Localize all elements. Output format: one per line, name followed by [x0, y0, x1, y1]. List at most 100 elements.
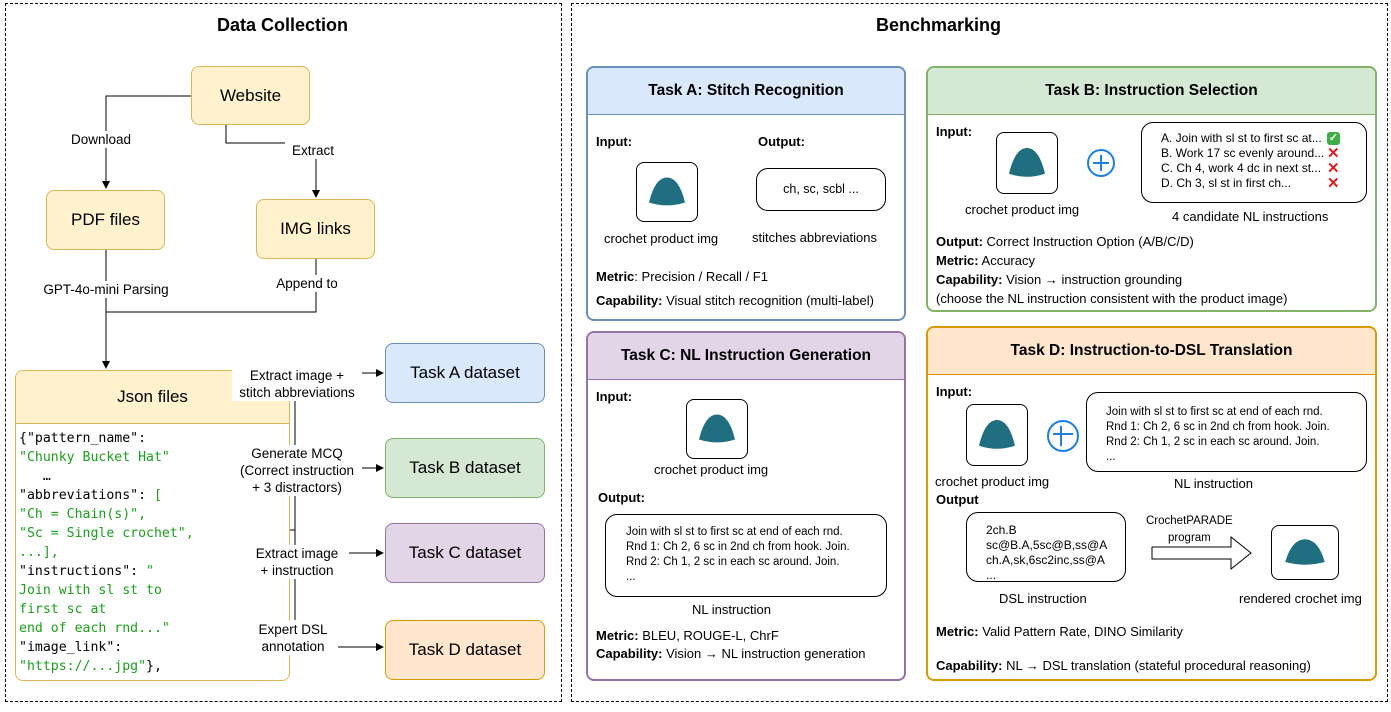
json-line: "instructions": ": [19, 564, 154, 579]
input-label: Input:: [596, 389, 633, 404]
nl-caption: NL instruction: [1174, 476, 1253, 491]
capability-value: Visual stitch recognition (multi-label): [662, 293, 874, 308]
text-line: ...: [626, 571, 636, 583]
metric-value: Accuracy: [978, 253, 1035, 268]
image-caption: crochet product img: [604, 231, 719, 246]
check-icon: ✓: [1327, 132, 1340, 145]
data-collection-title: Data Collection: [216, 15, 349, 35]
task-c-dataset: Task C dataset: [385, 523, 545, 583]
extract-arrow: [225, 125, 320, 198]
metric-label: Metric:: [936, 253, 979, 268]
pdf-files-node: PDF files: [46, 190, 165, 250]
json-line: first sc at: [19, 602, 107, 617]
metric-value: : Precision / Recall / F1: [634, 269, 768, 284]
task-b-panel: Task B: Instruction Selection Input: cro…: [926, 66, 1377, 312]
metric-label: Metric:: [936, 624, 979, 639]
text-line: Rnd 2: Ch 1, 2 sc in each sc around. Joi…: [1106, 436, 1320, 448]
json-content: {"pattern_name":"Chunky Bucket Hat" …"ab…: [19, 429, 194, 676]
json-line: Join with sl st to: [19, 583, 162, 598]
candidate-option: B. Work 17 sc evenly around...✕: [1161, 145, 1340, 162]
edge-label-a: Extract image + stitch abbreviations: [232, 367, 362, 401]
benchmarking-title: Benchmarking: [875, 15, 1002, 35]
render-caption: rendered crochet img: [1239, 591, 1362, 606]
program-label: CrochetPARADE program: [1146, 515, 1233, 544]
parsing-label: GPT-4o-mini Parsing: [36, 281, 176, 298]
text-line: ...: [986, 568, 997, 582]
plus-icon: [1087, 149, 1115, 177]
output-label: Output: [936, 492, 979, 507]
cross-icon: ✕: [1327, 145, 1340, 162]
task-c-panel: Task C: NL Instruction Generation Input:…: [586, 331, 906, 681]
plus-icon: [1047, 420, 1079, 452]
append-label: Append to: [270, 275, 344, 292]
metric-value: BLEU, ROUGE-L, ChrF: [638, 628, 779, 643]
capability-value: Vision → NL instruction generation: [662, 646, 866, 661]
crochet-hat-image: [966, 404, 1028, 466]
input-label: Input:: [936, 124, 973, 139]
output-label: Output:: [758, 134, 805, 149]
branch-line: [290, 400, 296, 620]
edge-label-c: Extract image + instruction: [245, 545, 349, 579]
json-line: …: [19, 469, 51, 484]
task-a-title: Task A: Stitch Recognition: [588, 68, 904, 115]
image-caption: crochet product img: [654, 462, 769, 477]
capability-label: Capability:: [936, 272, 1003, 287]
crochet-hat-image: [996, 132, 1058, 194]
json-line: "abbreviations": [: [19, 488, 162, 503]
text-line: Rnd 2: Ch 1, 2 sc in each sc around. Joi…: [626, 556, 840, 568]
task-d-panel: Task D: Instruction-to-DSL Translation I…: [926, 326, 1377, 681]
dsl-caption: DSL instruction: [999, 591, 1087, 606]
task-b-dataset: Task B dataset: [385, 438, 545, 498]
benchmarking-section: [571, 3, 1388, 702]
extract-label: Extract: [285, 142, 341, 159]
output-caption: stitches abbreviations: [752, 230, 878, 245]
text-line: sc@B.A,5sc@B,ss@A: [986, 538, 1108, 552]
capability-value: NL → DSL translation (stateful procedura…: [1002, 658, 1311, 673]
metric-label: Metric: [596, 269, 635, 284]
task-a-dataset: Task A dataset: [385, 343, 545, 403]
metric-value: Valid Pattern Rate, DINO Similarity: [978, 624, 1183, 639]
capability-label: Capability:: [596, 293, 663, 308]
image-caption: crochet product img: [935, 474, 1050, 489]
nl-instruction-box: Join with sl st to first sc at end of ea…: [1086, 392, 1367, 472]
task-d-dataset: Task D dataset: [385, 620, 545, 680]
capability-note: (choose the NL instruction consistent wi…: [936, 291, 1288, 306]
website-node: Website: [191, 66, 310, 125]
task-b-title: Task B: Instruction Selection: [928, 68, 1375, 115]
json-line: "Sc = Single crochet",: [19, 526, 194, 541]
output-label: Output:: [936, 234, 983, 249]
json-line: ...],: [19, 545, 59, 560]
nl-caption: NL instruction: [692, 602, 771, 617]
task-c-title: Task C: NL Instruction Generation: [588, 333, 904, 380]
output-value: Correct Instruction Option (A/B/C/D): [982, 234, 1194, 249]
text-line: Rnd 1: Ch 2, 6 sc in 2nd ch from hook. J…: [1106, 421, 1330, 433]
text-line: Rnd 1: Ch 2, 6 sc in 2nd ch from hook. J…: [626, 541, 850, 553]
candidate-option: D. Ch 3, sl st in first ch...✕: [1161, 175, 1340, 192]
text-line: Join with sl st to first sc at end of ea…: [1106, 406, 1323, 418]
arrow-right-icon: [1151, 536, 1252, 570]
crochet-hat-image: [636, 162, 698, 222]
img-links-node: IMG links: [256, 199, 375, 259]
input-label: Input:: [596, 134, 633, 149]
json-line: "Ch = Chain(s)",: [19, 507, 147, 522]
candidate-options-box: A. Join with sl st to first sc at...✓B. …: [1141, 122, 1367, 203]
text-line: ...: [1106, 451, 1116, 463]
task-d-title: Task D: Instruction-to-DSL Translation: [928, 328, 1375, 375]
nl-instruction-box: Join with sl st to first sc at end of ea…: [605, 514, 887, 597]
candidate-option: C. Ch 4, work 4 dc in next st...✕: [1161, 160, 1340, 177]
stitches-output-box: ch, sc, scbl ...: [756, 168, 886, 211]
download-arrow: [102, 95, 191, 189]
text-line: 2ch.B: [986, 523, 1017, 537]
task-a-panel: Task A: Stitch Recognition Input: Output…: [586, 66, 906, 321]
candidate-option: A. Join with sl st to first sc at...✓: [1161, 131, 1340, 145]
cross-icon: ✕: [1327, 175, 1340, 192]
edge-label-b: Generate MCQ (Correct instruction + 3 di…: [232, 445, 362, 496]
json-line: "image_link":: [19, 640, 123, 655]
data-collection-section: [5, 3, 562, 702]
image-caption: crochet product img: [965, 202, 1080, 217]
text-line: Join with sl st to first sc at end of ea…: [626, 526, 843, 538]
metric-label: Metric:: [596, 628, 639, 643]
json-line: end of each rnd...": [19, 621, 170, 636]
